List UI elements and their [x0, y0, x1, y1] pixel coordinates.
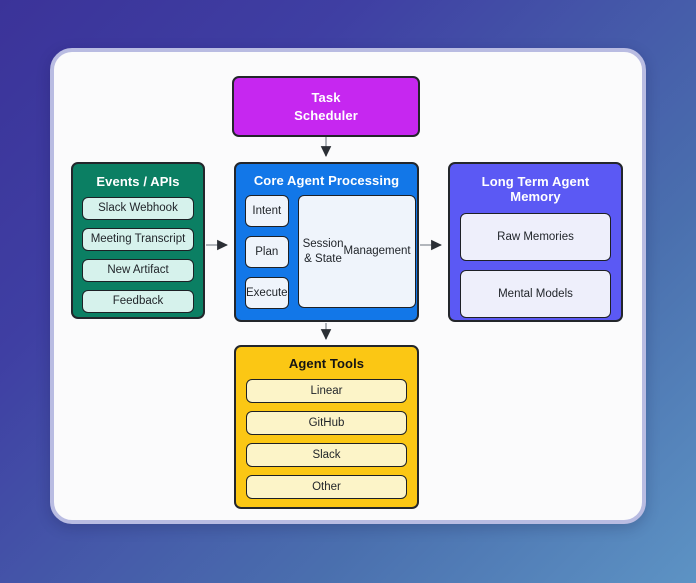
- chip-plan[interactable]: Plan: [245, 236, 289, 268]
- chip-intent[interactable]: Intent: [245, 195, 289, 227]
- node-task-scheduler-title: Task Scheduler: [294, 89, 358, 124]
- chip-session-state-management[interactable]: Session & State Management: [297, 195, 416, 308]
- node-core-agent-processing-title: Core Agent Processing: [253, 173, 400, 188]
- chip-feedback[interactable]: Feedback: [82, 290, 194, 313]
- chip-session-state-management-line1: Session & State: [302, 238, 344, 265]
- chip-slack-webhook[interactable]: Slack Webhook: [82, 197, 194, 220]
- chip-execute[interactable]: Execute: [245, 277, 289, 309]
- chip-other[interactable]: Other: [246, 475, 407, 499]
- node-long-term-agent-memory[interactable]: Long Term Agent Memory Raw Memories Ment…: [448, 162, 623, 322]
- chip-slack[interactable]: Slack: [246, 443, 407, 467]
- chip-session-state-management-line2: Management: [343, 245, 411, 258]
- chip-linear[interactable]: Linear: [246, 379, 407, 403]
- chip-mental-models[interactable]: Mental Models: [460, 270, 611, 318]
- node-core-agent-processing[interactable]: Core Agent Processing Intent Plan Execut…: [234, 162, 419, 322]
- node-task-scheduler-title-line1: Task: [311, 89, 341, 105]
- chip-raw-memories[interactable]: Raw Memories: [460, 213, 611, 261]
- node-events-apis-title: Events / APIs: [96, 174, 180, 189]
- node-agent-tools-title: Agent Tools: [288, 356, 365, 371]
- node-task-scheduler[interactable]: Task Scheduler: [232, 76, 420, 137]
- node-events-apis[interactable]: Events / APIs Slack Webhook Meeting Tran…: [71, 162, 205, 319]
- core-agent-stages: Intent Plan Execute: [245, 195, 289, 309]
- core-agent-session-panel: Session & State Management: [297, 195, 416, 309]
- node-task-scheduler-title-line2: Scheduler: [294, 107, 358, 123]
- node-long-term-agent-memory-title: Long Term Agent Memory: [481, 174, 590, 204]
- chip-meeting-transcript[interactable]: Meeting Transcript: [82, 228, 194, 251]
- chip-new-artifact[interactable]: New Artifact: [82, 259, 194, 282]
- chip-github[interactable]: GitHub: [246, 411, 407, 435]
- core-agent-body: Intent Plan Execute Session & State Mana…: [245, 195, 416, 309]
- node-agent-tools[interactable]: Agent Tools Linear GitHub Slack Other: [234, 345, 419, 509]
